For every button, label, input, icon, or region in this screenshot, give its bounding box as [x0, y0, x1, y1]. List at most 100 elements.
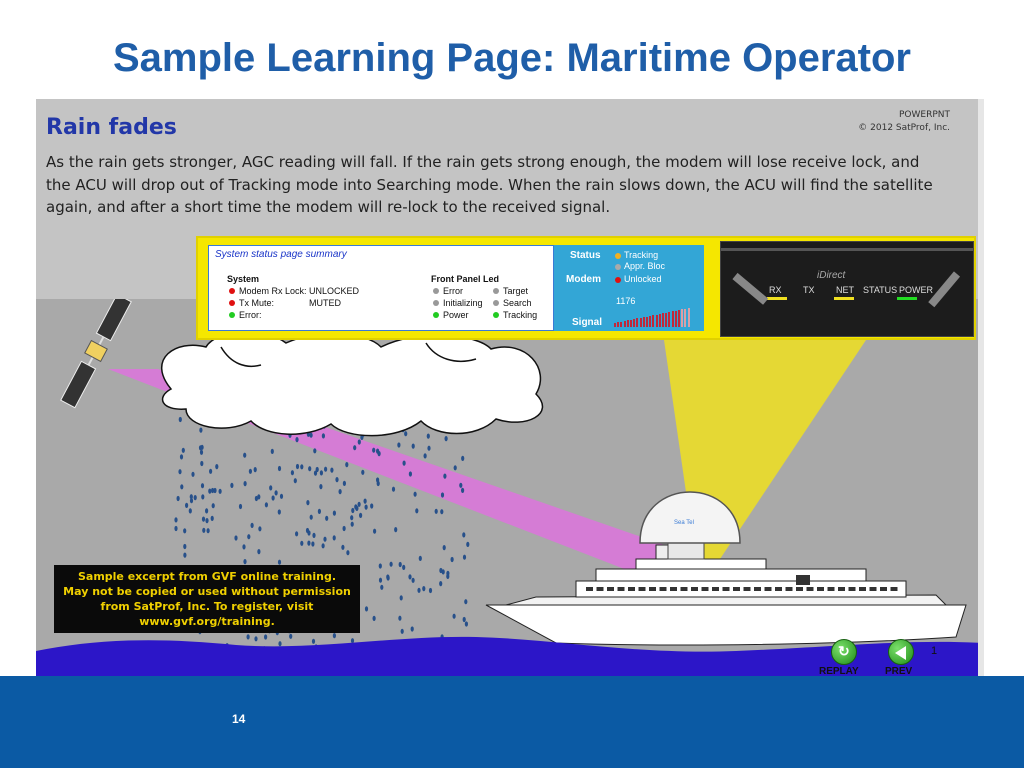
- rain-drop: [269, 485, 273, 491]
- rain-drop: [242, 544, 246, 550]
- rain-drop: [338, 489, 342, 495]
- rain-drop: [253, 467, 257, 473]
- lesson-title: Rain fades: [46, 115, 177, 140]
- rain-drop: [341, 544, 345, 550]
- ship-window: [827, 587, 835, 591]
- rain-drop: [306, 500, 310, 506]
- rain-drop: [185, 502, 189, 508]
- copyright: POWERPNT © 2012 SatProf, Inc.: [858, 109, 950, 135]
- notice-line-1: Sample excerpt from GVF online training.: [77, 570, 337, 583]
- status-item-label: Appr. Bloc: [624, 261, 666, 271]
- rain-drop: [440, 509, 444, 515]
- signal-bar: [655, 314, 658, 327]
- rain-drop: [408, 574, 412, 580]
- cloud: [160, 331, 544, 437]
- rain-drop: [202, 527, 206, 533]
- led-label: Power: [443, 310, 469, 320]
- rain-drop: [274, 490, 278, 496]
- led-panel-label: POWER: [899, 285, 934, 295]
- page-number: 14: [232, 712, 246, 726]
- status-dot: [615, 264, 621, 270]
- rain-drop: [450, 556, 454, 563]
- rain-drop: [201, 494, 205, 500]
- rain-drop: [317, 508, 321, 514]
- rain-drop: [246, 634, 250, 640]
- sea: [36, 636, 978, 683]
- rain-drop: [464, 599, 468, 605]
- rain-drop: [188, 508, 192, 514]
- rain-drop: [174, 525, 178, 532]
- rain-drop: [243, 452, 247, 458]
- rain-drop: [378, 563, 382, 569]
- rain-drop: [311, 638, 316, 644]
- rain-drop: [415, 508, 419, 514]
- rain-drop: [258, 526, 262, 532]
- rain-drop: [312, 532, 316, 538]
- rain-drop: [178, 416, 182, 423]
- rain-drop: [183, 543, 187, 550]
- rain-drop: [250, 522, 254, 528]
- rain-drop: [350, 515, 354, 521]
- rain-drop: [372, 447, 376, 453]
- rain-drop: [332, 510, 336, 516]
- prev-button[interactable]: [888, 639, 914, 665]
- led-status-dot: [433, 300, 439, 306]
- rain-drop: [391, 486, 396, 492]
- rain-drop: [359, 512, 363, 518]
- rain-drop: [402, 564, 406, 570]
- rain-drop: [278, 641, 282, 647]
- status-panel: System status page summary System Modem …: [196, 236, 976, 340]
- rain-drop: [400, 628, 404, 634]
- replay-button[interactable]: ↻: [831, 639, 857, 665]
- rain-drop: [404, 431, 408, 437]
- rain-drop: [373, 528, 377, 534]
- ship-windows: [586, 587, 898, 591]
- rain-drop: [248, 468, 252, 474]
- signal-meter: [614, 307, 696, 327]
- signal-bar: [620, 321, 623, 327]
- status-item-label: Tracking: [624, 250, 659, 260]
- prev-label[interactable]: PREV: [885, 666, 913, 677]
- led-label: Initializing: [443, 298, 483, 308]
- system-row-label: Modem Rx Lock:: [239, 286, 307, 296]
- rain-drop: [174, 517, 178, 523]
- rain-drop: [305, 527, 310, 534]
- rain-drop: [205, 508, 209, 514]
- rain-drop: [453, 465, 457, 471]
- rain-drop: [200, 483, 205, 489]
- ship-window: [785, 587, 793, 591]
- rain-drop: [189, 494, 193, 500]
- rain-drop: [466, 541, 470, 547]
- rain-drop: [418, 555, 422, 561]
- ship-window: [775, 587, 782, 591]
- rain-drop: [364, 606, 369, 612]
- rain-drop: [399, 595, 403, 601]
- rain-drop: [234, 535, 238, 541]
- rain-drop: [462, 616, 466, 623]
- rain-fade-scene: Sea Tel: [36, 299, 978, 683]
- led-status-dot: [433, 288, 439, 294]
- ship-window: [680, 587, 688, 591]
- ship-window: [764, 587, 772, 591]
- rain-drop: [307, 540, 311, 546]
- signal-bar: [636, 318, 639, 327]
- rain-drop: [459, 482, 463, 488]
- training-frame: Rain fades POWERPNT © 2012 SatProf, Inc.…: [36, 99, 984, 683]
- led-panel-label: NET: [836, 285, 854, 295]
- rain-drop: [300, 540, 304, 546]
- led-status-dot: [493, 288, 499, 294]
- rain-drop: [402, 460, 406, 466]
- rain-drop: [357, 439, 361, 445]
- rain-drop: [342, 525, 346, 532]
- replay-label[interactable]: REPLAY: [819, 666, 859, 677]
- led-status-dot: [493, 312, 499, 318]
- rain-drop: [277, 559, 282, 565]
- rain-drop: [254, 636, 258, 642]
- rain-drop: [243, 559, 247, 565]
- rain-drop: [210, 515, 214, 521]
- rain-drop: [452, 613, 456, 619]
- ship-window: [880, 587, 887, 591]
- modem-label: Modem: [566, 274, 601, 285]
- rain-drop: [325, 515, 329, 521]
